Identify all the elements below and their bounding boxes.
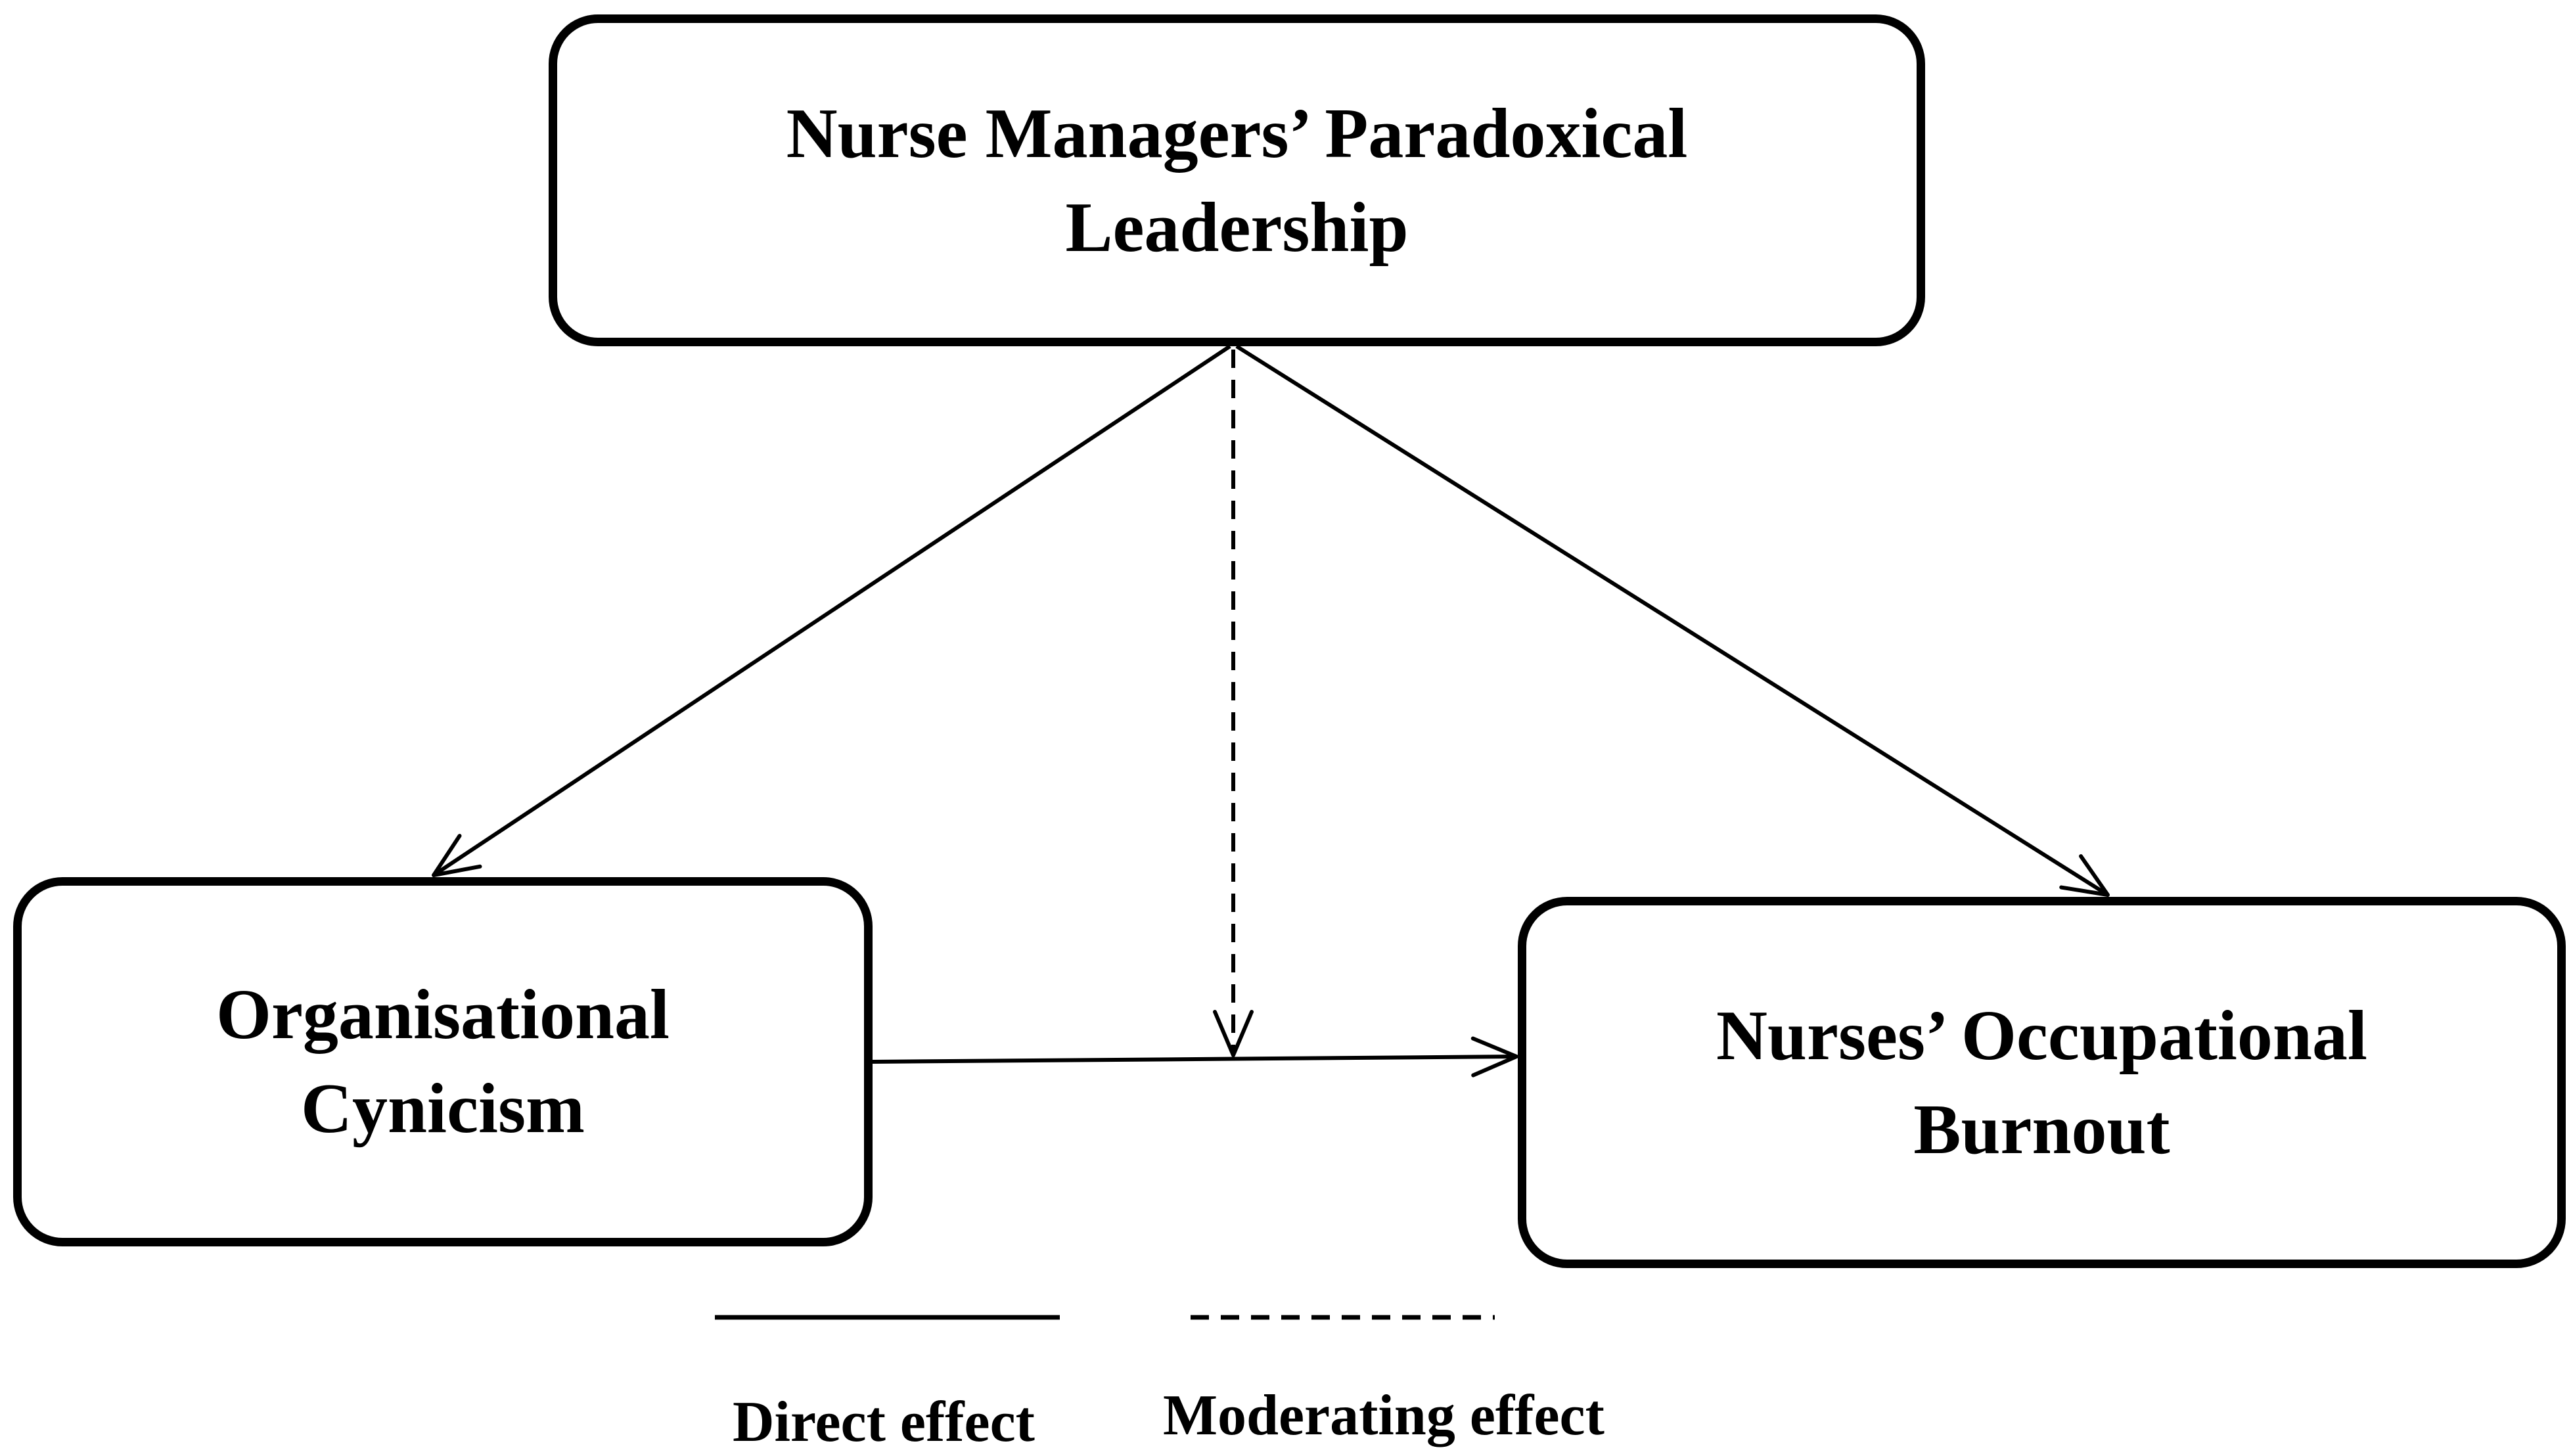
occupational-burnout-node: Nurses’ Occupational Burnout: [1518, 897, 2566, 1268]
paradoxical-leadership-label: Nurse Managers’ Paradoxical Leadership: [786, 94, 1688, 267]
paradoxical-leadership-node: Nurse Managers’ Paradoxical Leadership: [549, 14, 1925, 346]
legend-direct-label: Direct effect: [733, 1390, 1035, 1454]
edge-leadership-to-burnout: [1235, 344, 2110, 897]
occupational-burnout-label: Nurses’ Occupational Burnout: [1716, 996, 2367, 1169]
edge-cynicism-to-burnout: [872, 1036, 1518, 1078]
organisational-cynicism-node: Organisational Cynicism: [13, 877, 873, 1246]
edge-leadership-to-cynicism: [432, 344, 1231, 877]
legend-moderating-label: Moderating effect: [1163, 1384, 1604, 1447]
organisational-cynicism-label: Organisational Cynicism: [216, 976, 670, 1148]
